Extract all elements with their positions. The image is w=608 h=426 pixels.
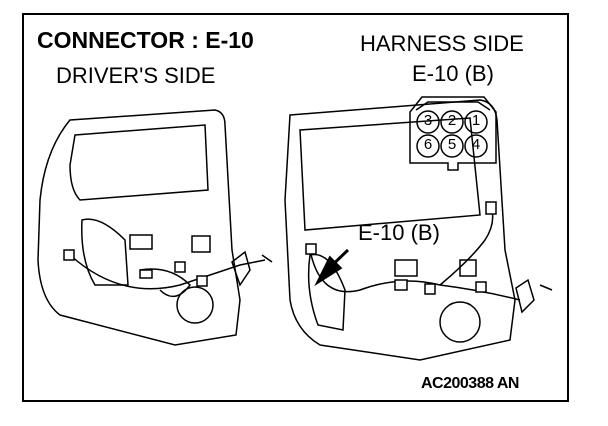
connector-callout-label: E-10 (B)	[358, 220, 440, 245]
left-door	[37, 109, 273, 346]
pin-2: 2	[447, 112, 457, 129]
right-door	[284, 99, 553, 361]
pin-3: 3	[423, 112, 433, 129]
pin-1: 1	[471, 112, 481, 129]
pin-row-bottom	[416, 134, 488, 158]
harness-side-label: HARNESS SIDE	[360, 31, 524, 56]
pointer-arrow	[314, 248, 350, 287]
pin-6: 6	[423, 136, 433, 153]
harness-connector-label: E-10 (B)	[412, 61, 494, 86]
harness-connector-face	[409, 96, 497, 171]
pin-row-top	[416, 110, 488, 134]
figure-frame	[22, 13, 569, 402]
pin-4: 4	[471, 136, 481, 153]
pin-5: 5	[447, 136, 457, 153]
connector-title: CONNECTOR : E-10	[37, 27, 254, 53]
figure-code: AC200388 AN	[421, 375, 519, 392]
side-label: DRIVER'S SIDE	[56, 63, 216, 88]
